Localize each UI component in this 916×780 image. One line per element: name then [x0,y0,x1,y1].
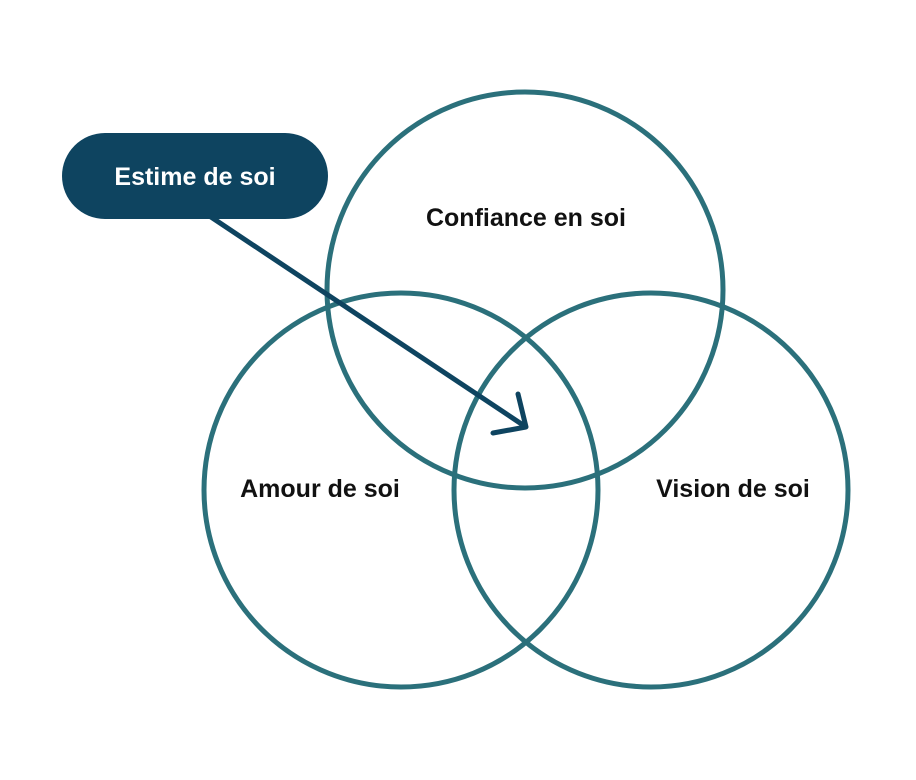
callout-pill: Estime de soi [62,133,328,219]
label-amour-de-soi: Amour de soi [240,475,400,503]
callout-arrow-head [490,391,529,436]
callout-arrow-line [205,212,526,428]
circle-confiance-en-soi [324,89,726,491]
circle-vision-de-soi [451,290,851,690]
label-confiance-en-soi: Confiance en soi [426,204,626,232]
circle-amour-de-soi [201,290,601,690]
label-vision-de-soi: Vision de soi [656,475,810,503]
callout-pill-background [62,133,328,219]
callout-pill-label: Estime de soi [114,163,275,191]
